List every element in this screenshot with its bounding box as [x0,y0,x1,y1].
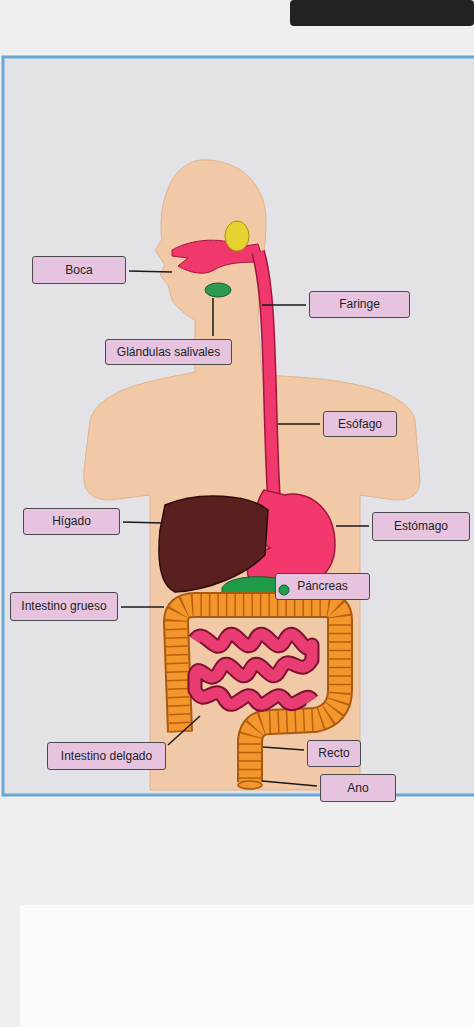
leader-line [121,606,164,608]
anus-ring [238,781,262,789]
label-card: Estómago [372,512,470,541]
esophagus-outline [258,252,274,500]
label-card: Glándulas salivales [105,339,232,365]
label-card: Esófago [323,411,397,437]
nasal-gland [225,221,249,251]
label-text: Intestino grueso [21,599,106,613]
leader-line [129,271,172,272]
leader-line [212,298,214,336]
label-text: Hígado [52,514,91,528]
leader-line [168,716,200,745]
small-intestine [195,634,312,704]
esophagus [258,252,274,500]
label-card: Recto [307,740,361,767]
label-text: Boca [65,263,92,277]
label-text: Páncreas [297,579,348,593]
body-silhouette [84,160,420,790]
label-text: Esófago [338,417,382,431]
label-card: Boca [32,256,126,284]
label-card: Páncreas [275,573,370,600]
leader-line [262,781,317,786]
leader-line [263,747,304,750]
label-card: Faringe [309,291,410,318]
dark-object [290,0,474,26]
label-text: Estómago [394,519,448,533]
salivary-gland [205,283,231,297]
leader-line [336,525,369,527]
label-text: Ano [347,781,368,795]
mouth-shape [172,240,264,273]
label-card: Intestino grueso [10,592,118,621]
label-text: Intestino delgado [61,749,152,763]
paper [20,905,474,1027]
label-text: Recto [318,746,349,760]
label-card: Ano [320,774,396,802]
board [3,57,474,795]
label-text: Faringe [339,297,380,311]
label-card: Intestino delgado [47,742,166,770]
leader-line [262,304,306,306]
small-intestine-outline [195,634,312,704]
leader-line [278,423,320,425]
label-card: Hígado [23,508,120,535]
pin-dot [279,585,289,595]
leader-line [123,522,163,523]
label-text: Glándulas salivales [117,345,220,359]
